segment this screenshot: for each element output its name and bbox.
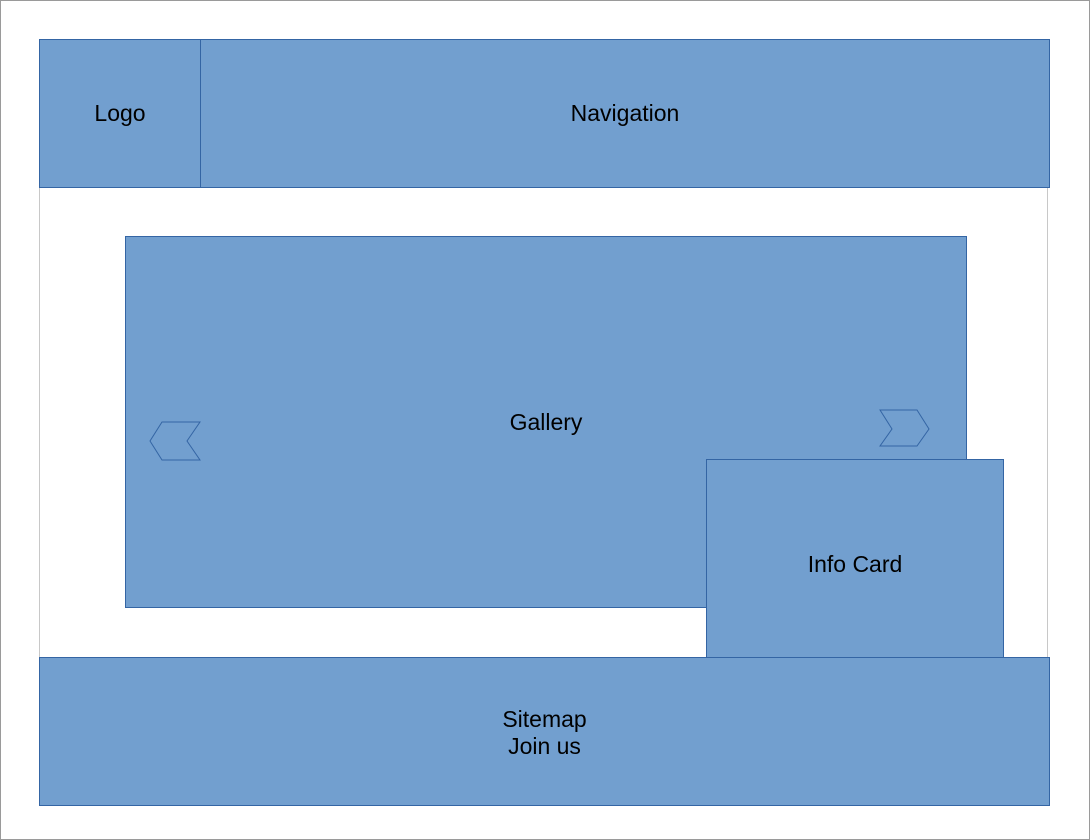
footer-block: Sitemap Join us bbox=[39, 657, 1050, 806]
logo-label: Logo bbox=[94, 100, 146, 126]
chevron-right-icon[interactable] bbox=[879, 409, 933, 451]
navigation-block[interactable]: Navigation bbox=[200, 39, 1050, 188]
chevron-left-icon[interactable] bbox=[149, 421, 203, 463]
footer-link-sitemap[interactable]: Sitemap bbox=[502, 705, 587, 732]
navigation-label: Navigation bbox=[570, 100, 680, 126]
info-card-label: Info Card bbox=[807, 551, 903, 577]
footer-link-join-us[interactable]: Join us bbox=[508, 732, 581, 759]
info-card[interactable]: Info Card bbox=[706, 459, 1004, 670]
gallery-label: Gallery bbox=[509, 409, 583, 435]
logo-block[interactable]: Logo bbox=[39, 39, 201, 188]
